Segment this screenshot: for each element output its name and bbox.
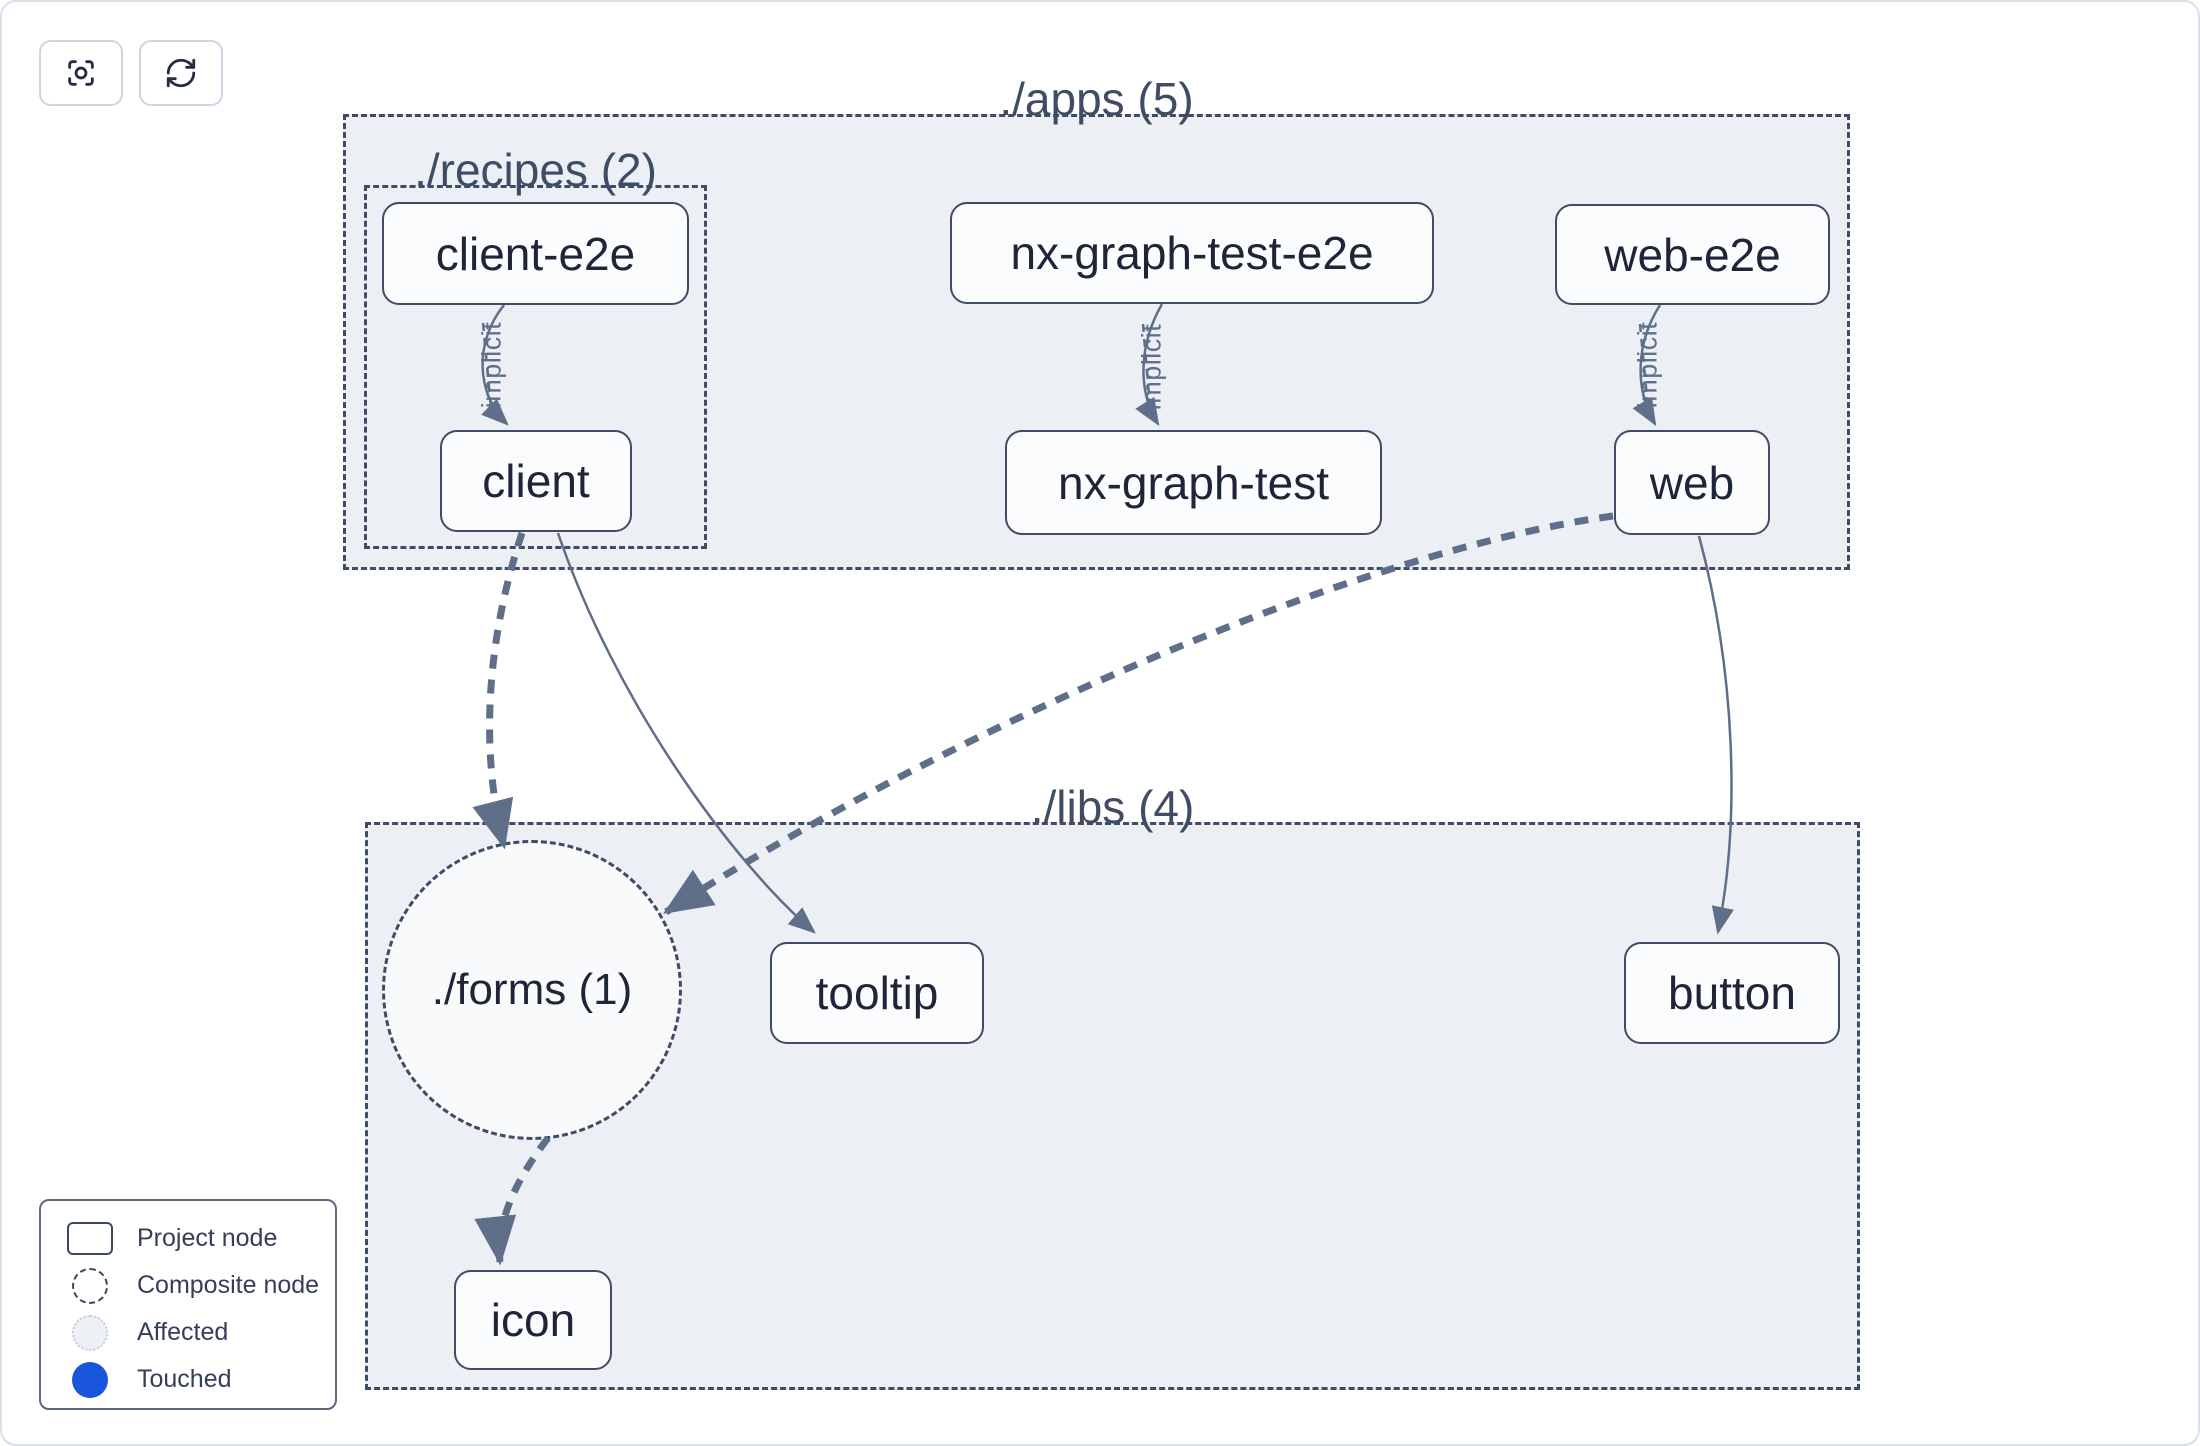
- composite-node-forms-label: ./forms (1): [431, 965, 633, 1014]
- edge-label-implicit-client: implicit: [476, 321, 507, 409]
- refresh-button[interactable]: [139, 40, 223, 106]
- node-nx-graph-test[interactable]: nx-graph-test: [1005, 430, 1382, 535]
- node-button-label: button: [1668, 967, 1796, 1019]
- legend-row-touched: Touched: [67, 1356, 335, 1403]
- edge-label-implicit-web: implicit: [1632, 321, 1663, 409]
- legend-label-composite-node: Composite node: [137, 1271, 320, 1299]
- project-node-swatch: [67, 1222, 113, 1255]
- legend-row-project-node: Project node: [67, 1215, 335, 1262]
- legend-row-affected: Affected: [67, 1309, 335, 1356]
- node-button[interactable]: button: [1624, 942, 1840, 1044]
- legend-label-affected: Affected: [137, 1318, 229, 1346]
- legend-label-touched: Touched: [137, 1365, 232, 1393]
- node-tooltip-label: tooltip: [815, 967, 939, 1019]
- node-web-label: web: [1649, 456, 1735, 509]
- node-client-e2e[interactable]: client-e2e: [382, 202, 689, 305]
- touched-swatch: [72, 1361, 108, 1398]
- composite-node-swatch: [72, 1267, 108, 1304]
- legend-label-project-node: Project node: [137, 1224, 278, 1252]
- node-nx-graph-test-e2e-label: nx-graph-test-e2e: [1010, 227, 1374, 279]
- composite-node-forms[interactable]: ./forms (1): [382, 840, 682, 1140]
- legend: Project node Composite node Affected Tou…: [39, 1199, 337, 1410]
- group-apps-label: ./apps (5): [999, 73, 1194, 125]
- refresh-icon: [166, 58, 196, 88]
- node-tooltip[interactable]: tooltip: [770, 942, 984, 1044]
- node-icon[interactable]: icon: [454, 1270, 612, 1370]
- focus-button[interactable]: [39, 40, 123, 106]
- crosshair-focus-icon: [68, 60, 94, 86]
- node-web-e2e[interactable]: web-e2e: [1555, 204, 1830, 305]
- affected-swatch: [72, 1314, 108, 1351]
- node-client[interactable]: client: [440, 430, 632, 532]
- node-client-e2e-label: client-e2e: [435, 227, 636, 280]
- group-libs-label: ./libs (4): [1030, 781, 1195, 833]
- edge-label-implicit-nx-graph-test: implicit: [1136, 323, 1167, 411]
- group-recipes: ./recipes (2): [364, 144, 707, 549]
- node-client-label: client: [482, 455, 590, 507]
- node-nx-graph-test-label: nx-graph-test: [1057, 456, 1329, 509]
- legend-row-composite-node: Composite node: [67, 1262, 335, 1309]
- node-nx-graph-test-e2e[interactable]: nx-graph-test-e2e: [950, 202, 1434, 304]
- node-web[interactable]: web: [1614, 430, 1770, 535]
- group-recipes-label: ./recipes (2): [414, 144, 657, 196]
- node-web-e2e-label: web-e2e: [1604, 228, 1781, 281]
- node-icon-label: icon: [490, 1294, 576, 1346]
